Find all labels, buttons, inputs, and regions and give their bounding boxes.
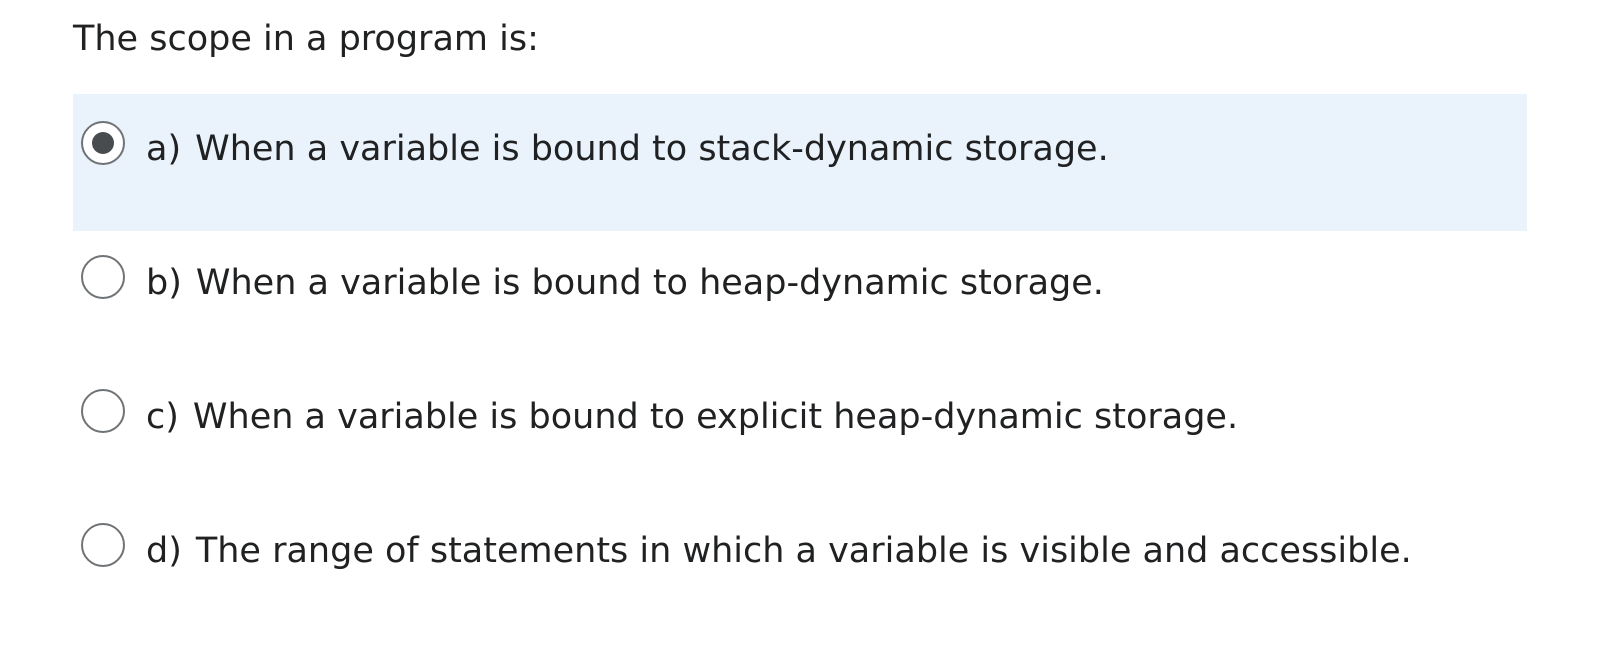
radio-button-d[interactable] [81, 523, 125, 567]
answer-option-a[interactable]: a) When a variable is bound to stack-dyna… [73, 94, 1527, 231]
answer-option-d[interactable]: d) The range of statements in which a var… [73, 496, 1527, 633]
answer-label-d[interactable]: d) The range of statements in which a var… [146, 527, 1412, 575]
answer-label-a[interactable]: a) When a variable is bound to stack-dyna… [146, 125, 1109, 173]
radio-selected-dot [92, 132, 114, 154]
answer-label-c[interactable]: c) When a variable is bound to explicit h… [146, 393, 1238, 441]
answer-text-d: The range of statements in which a varia… [195, 531, 1412, 571]
question-text: The scope in a program is: [73, 19, 539, 59]
answer-letter-a: a) [146, 129, 182, 169]
answer-label-b[interactable]: b) When a variable is bound to heap-dynam… [146, 259, 1104, 307]
radio-button-c[interactable] [81, 389, 125, 433]
answer-letter-d: d) [146, 531, 182, 571]
answer-text-b: When a variable is bound to heap-dynamic… [195, 263, 1104, 303]
answer-text-a: When a variable is bound to stack-dynami… [195, 129, 1109, 169]
answer-letter-b: b) [146, 263, 182, 303]
answer-option-b[interactable]: b) When a variable is bound to heap-dynam… [73, 228, 1527, 365]
answer-option-c[interactable]: c) When a variable is bound to explicit h… [73, 362, 1527, 499]
radio-button-b[interactable] [81, 255, 125, 299]
answer-text-c: When a variable is bound to explicit hea… [192, 397, 1239, 437]
radio-button-a[interactable] [81, 121, 125, 165]
answer-letter-c: c) [146, 397, 179, 437]
